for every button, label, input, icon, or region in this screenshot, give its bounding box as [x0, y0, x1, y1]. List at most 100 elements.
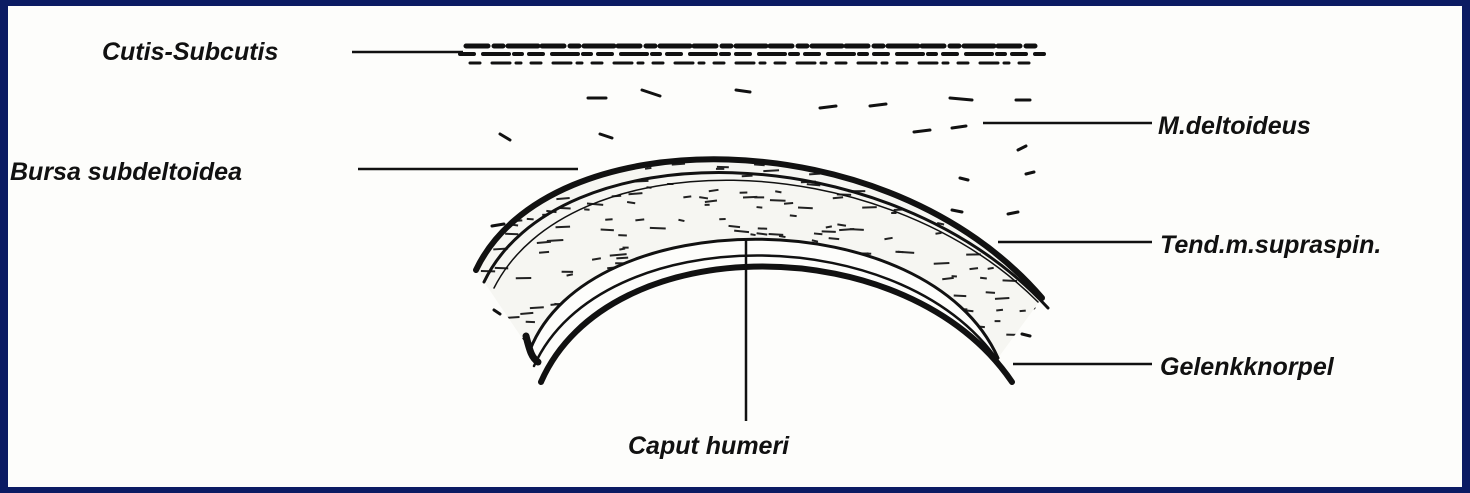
- tendon-fiber-mark: [521, 164, 528, 165]
- tendon-fiber-mark: [593, 352, 605, 353]
- tendon-fiber-mark: [676, 145, 684, 146]
- tendon-fiber-mark: [789, 364, 802, 365]
- muscle-fiber-mark: [494, 310, 500, 314]
- tendon-fiber-mark: [619, 249, 625, 250]
- tendon-fiber-mark: [996, 310, 1003, 311]
- tendon-fiber-mark: [841, 288, 848, 289]
- tendon-fiber-mark: [790, 215, 797, 216]
- tendon-fiber-mark: [716, 262, 724, 263]
- tendon-fiber-mark: [942, 278, 953, 279]
- tendon-fiber-mark: [886, 160, 892, 161]
- muscle-fiber-mark: [960, 178, 968, 180]
- tendon-fiber-mark: [750, 325, 762, 326]
- tendon-fiber-mark: [693, 349, 707, 350]
- tendon-fiber-mark: [833, 197, 843, 198]
- tendon-fiber-mark: [650, 228, 666, 229]
- tendon-fiber-mark: [1030, 280, 1041, 281]
- tendon-fiber-mark: [1032, 158, 1047, 159]
- tendon-fiber-mark: [632, 313, 647, 314]
- tendon-fiber-mark: [747, 260, 760, 261]
- tendon-fiber-mark: [750, 288, 761, 289]
- tendon-fiber-mark: [1036, 224, 1050, 225]
- tendon-fiber-mark: [884, 238, 892, 239]
- label-tend-m-supraspin: Tend.m.supraspin.: [1160, 230, 1381, 260]
- tendon-fiber-mark: [1040, 288, 1052, 289]
- tendon-fiber-mark: [750, 234, 755, 235]
- tendon-fiber-mark: [995, 185, 1011, 186]
- tendon-fiber-mark: [645, 168, 651, 169]
- tendon-fiber-mark: [798, 207, 813, 208]
- muscle-fiber-mark: [1018, 146, 1026, 150]
- tendon-fiber-mark: [480, 360, 492, 361]
- tendon-fiber-mark: [995, 298, 1009, 299]
- tendon-fiber-mark: [735, 307, 744, 308]
- tendon-fiber-mark: [723, 347, 730, 348]
- tendon-fiber-mark: [554, 144, 568, 145]
- tendon-fiber-mark: [876, 324, 882, 325]
- tendon-fiber-mark: [954, 296, 967, 297]
- tendon-fiber-mark: [1034, 180, 1040, 181]
- tendon-fiber-mark: [814, 233, 822, 234]
- tendon-fiber-mark: [666, 147, 672, 148]
- tendon-fiber-mark: [578, 152, 594, 153]
- tendon-fiber-mark: [683, 196, 691, 197]
- tendon-fiber-mark: [492, 176, 505, 177]
- tendon-fiber-mark: [935, 233, 941, 234]
- tendon-fiber-mark: [717, 144, 729, 145]
- muscle-fiber-mark: [642, 90, 660, 96]
- tendon-fiber-mark: [769, 234, 784, 235]
- tendon-fiber-mark: [896, 351, 901, 352]
- muscle-fiber-mark: [600, 134, 612, 138]
- tendon-fiber-mark: [527, 219, 534, 220]
- tendon-fiber-mark: [743, 197, 757, 198]
- tendon-fiber-mark: [1020, 311, 1026, 312]
- muscle-fiber-mark: [1026, 172, 1034, 174]
- label-gelenkknorpel: Gelenkknorpel: [1160, 352, 1334, 382]
- tendon-fiber-mark: [681, 259, 693, 260]
- tendon-fiber-mark: [537, 242, 551, 243]
- tendon-fiber-mark: [575, 314, 589, 315]
- muscle-fiber-mark: [492, 224, 504, 226]
- tendon-fiber-mark: [1031, 333, 1036, 334]
- tendon-fiber-mark: [986, 292, 995, 293]
- tendon-fiber-mark: [722, 297, 736, 298]
- tendon-fiber-mark: [708, 262, 717, 263]
- tendon-fiber-mark: [544, 190, 550, 191]
- tendon-fiber-mark: [1027, 165, 1038, 166]
- tendon-fiber-mark: [750, 360, 766, 361]
- tendon-fiber-mark: [984, 218, 992, 219]
- tendon-fiber-mark: [556, 227, 571, 228]
- tendon-fiber-mark: [646, 364, 651, 365]
- tendon-fiber-mark: [817, 299, 829, 300]
- label-m-deltoideus: M.deltoideus: [1158, 111, 1311, 141]
- tendon-fiber-mark: [749, 304, 757, 305]
- tendon-fiber-mark: [586, 286, 594, 287]
- tendon-fiber-mark: [734, 334, 744, 335]
- tendon-fiber-mark: [709, 190, 719, 191]
- tendon-fiber-mark: [929, 170, 936, 171]
- tendon-fiber-mark: [945, 195, 961, 196]
- muscle-fiber-mark: [500, 134, 510, 140]
- tendon-fiber-mark: [898, 252, 914, 253]
- tendon-fiber-mark: [779, 236, 785, 237]
- tendon-fiber-mark: [601, 230, 614, 231]
- tendon-fiber-mark: [826, 226, 832, 227]
- tendon-fiber-mark: [503, 317, 520, 318]
- tendon-fiber-mark: [762, 299, 776, 300]
- tendon-fiber-mark: [511, 185, 518, 186]
- tendon-fiber-mark: [1032, 204, 1038, 205]
- tendon-fiber-mark: [715, 304, 725, 305]
- tendon-fiber-mark: [812, 288, 823, 289]
- tendon-fiber-mark: [880, 144, 887, 145]
- tendon-fiber-mark: [546, 182, 555, 183]
- tendon-fiber-mark: [883, 293, 889, 294]
- tendon-fiber-mark: [1037, 245, 1042, 246]
- tendon-fiber-mark: [553, 182, 567, 183]
- muscle-fiber-mark: [952, 210, 962, 212]
- tendon-fiber-mark: [675, 299, 687, 300]
- tendon-fiber-mark: [829, 238, 840, 239]
- tendon-fiber-mark: [766, 312, 778, 313]
- tendon-fiber-mark: [864, 350, 871, 351]
- tendon-fiber-mark: [1030, 341, 1038, 342]
- tendon-fiber-mark: [605, 219, 612, 220]
